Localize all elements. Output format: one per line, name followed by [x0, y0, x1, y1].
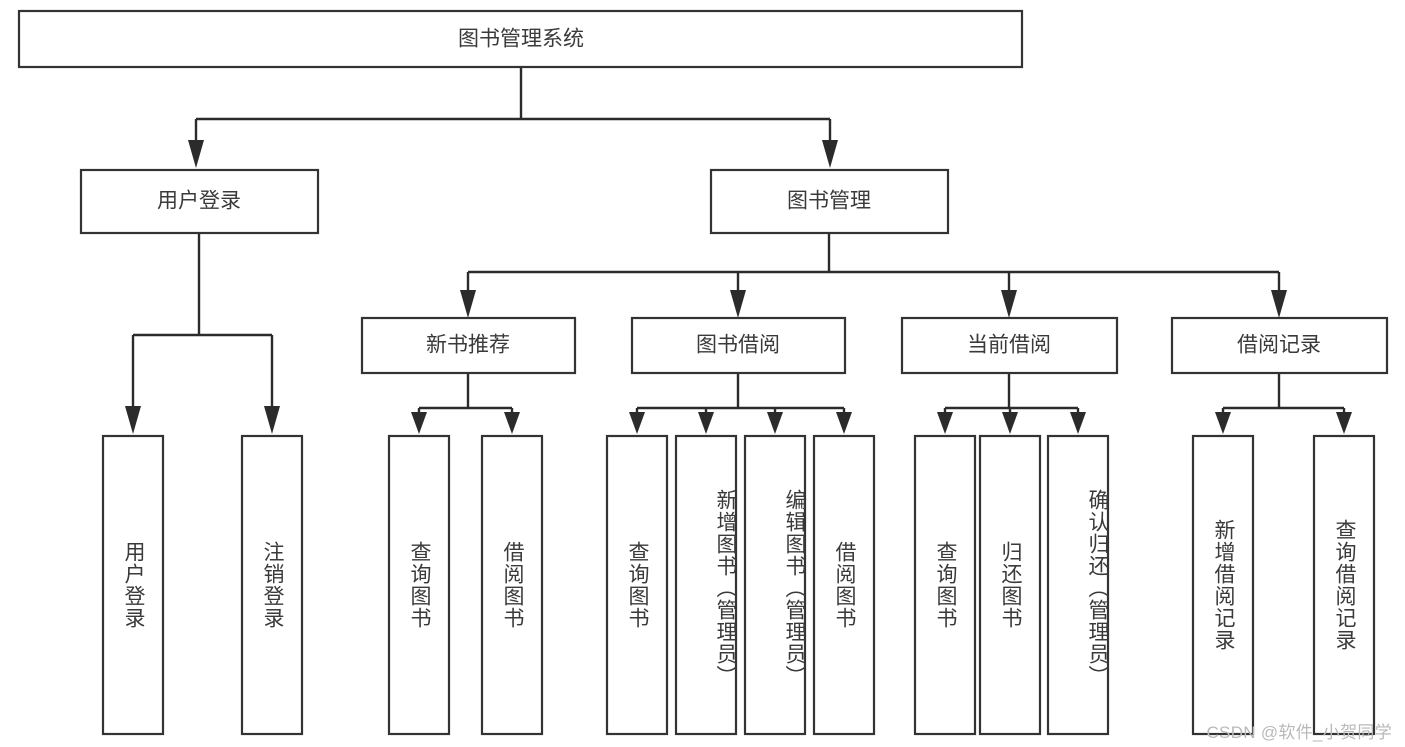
node-box-leaf-query-book-3[interactable] — [913, 434, 977, 736]
node-label-book-management: 图书管理 — [787, 190, 871, 213]
arrow-head-icon — [504, 412, 520, 434]
arrow-head-icon — [264, 406, 280, 434]
arrow-head-icon — [1271, 290, 1287, 318]
node-box-leaf-query-record[interactable] — [1312, 434, 1376, 736]
node-box-book-borrow[interactable] — [630, 316, 847, 375]
watermark-text: CSDN @软件_小贺同学 — [1206, 723, 1392, 742]
arrow-head-icon — [411, 412, 427, 434]
node-box-leaf-edit-book[interactable] — [743, 434, 807, 736]
node-label-current-borrow: 当前借阅 — [967, 334, 1051, 357]
node-box-user-login[interactable] — [79, 168, 320, 235]
node-box-borrow-record[interactable] — [1170, 316, 1389, 375]
connector-layer — [125, 67, 1352, 434]
node-box-book-management[interactable] — [709, 168, 950, 235]
node-box-leaf-add-record[interactable] — [1191, 434, 1255, 736]
node-box-leaf-return-book[interactable] — [978, 434, 1042, 736]
arrow-head-icon — [1001, 290, 1017, 318]
node-box-leaf-add-book[interactable] — [674, 434, 738, 736]
arrow-head-icon — [629, 412, 645, 434]
node-box-current-borrow[interactable] — [900, 316, 1119, 375]
node-box-leaf-query-book-1[interactable] — [387, 434, 451, 736]
arrow-head-icon — [1215, 412, 1231, 434]
node-label-book-borrow: 图书借阅 — [696, 334, 780, 357]
node-label-borrow-record: 借阅记录 — [1237, 334, 1321, 357]
node-label-user-login: 用户登录 — [157, 190, 241, 213]
arrow-head-icon — [730, 290, 746, 318]
node-box-leaf-query-book-2[interactable] — [605, 434, 669, 736]
node-label-new-book-recommend: 新书推荐 — [426, 334, 510, 357]
node-box-new-book-recommend[interactable] — [360, 316, 577, 375]
arrow-head-icon — [937, 412, 953, 434]
node-box-leaf-confirm-return[interactable] — [1046, 434, 1110, 736]
node-box-leaf-user-login[interactable] — [101, 434, 165, 736]
arrow-head-icon — [1070, 412, 1086, 434]
arrow-head-icon — [188, 140, 204, 168]
arrow-head-icon — [822, 140, 838, 168]
node-box-leaf-borrow-book-1[interactable] — [480, 434, 544, 736]
arrow-head-icon — [698, 412, 714, 434]
arrow-head-icon — [1002, 412, 1018, 434]
arrow-head-icon — [767, 412, 783, 434]
node-label-root: 图书管理系统 — [458, 28, 584, 51]
node-box-leaf-logout[interactable] — [240, 434, 304, 736]
node-box-leaf-borrow-book-2[interactable] — [812, 434, 876, 736]
arrow-head-icon — [1336, 412, 1352, 434]
arrow-head-icon — [125, 406, 141, 434]
arrow-head-icon — [836, 412, 852, 434]
node-layer: 图书管理系统 用户登录 图书管理 新书推荐 图书借阅 当前借阅 借阅记录 — [17, 9, 1389, 736]
node-box-root[interactable] — [17, 9, 1024, 69]
arrow-head-icon — [460, 290, 476, 318]
